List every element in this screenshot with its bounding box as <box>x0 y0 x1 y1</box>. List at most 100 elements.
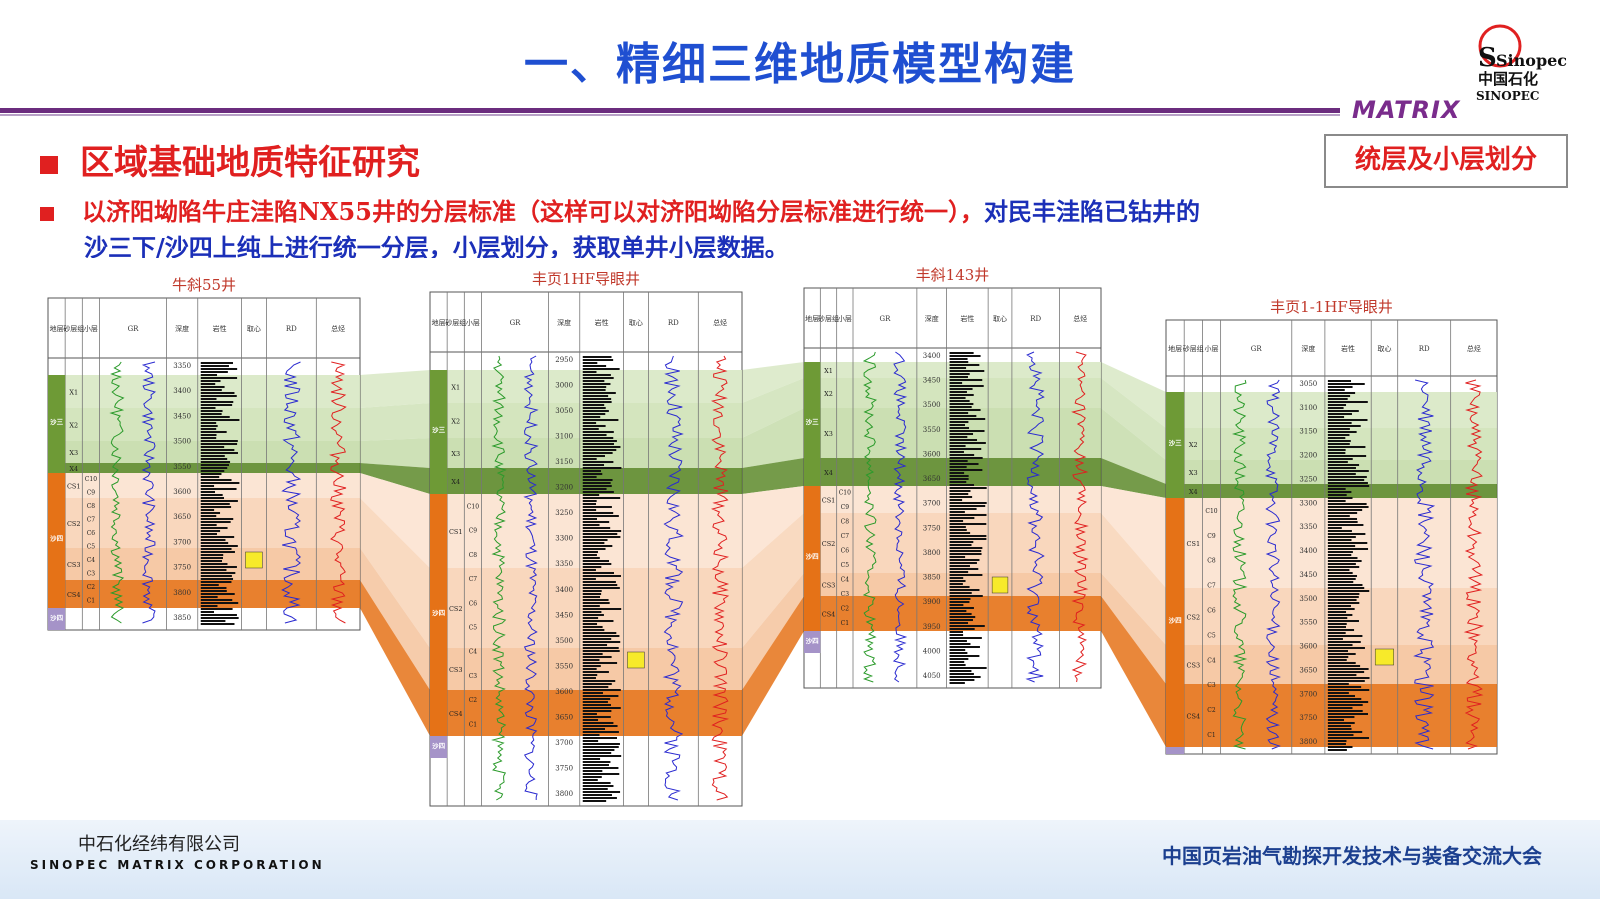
lithology-bar <box>582 728 606 730</box>
lithology-bar <box>949 523 987 525</box>
depth-tick: 3600 <box>923 450 941 458</box>
lithology-bar <box>200 482 240 484</box>
zone-connector <box>360 463 430 494</box>
depth-tick: 3650 <box>923 475 941 483</box>
sublayer-label: C2 <box>469 697 478 704</box>
depth-tick: 3100 <box>1299 404 1317 412</box>
section-tag: 统层及小层划分 <box>1324 134 1568 188</box>
lithology-bar <box>1327 671 1365 673</box>
lithology-bar <box>582 392 616 394</box>
lithology-bar <box>949 460 968 462</box>
sublayer-label: C8 <box>1207 558 1216 565</box>
lithology-bar <box>582 677 596 679</box>
lithology-bar <box>949 484 975 486</box>
lithology-bar <box>1327 506 1369 508</box>
lithology-bar <box>1327 386 1353 388</box>
lithology-bar <box>200 605 218 607</box>
lithology-bar <box>582 446 621 448</box>
lithology-bar <box>1327 659 1347 661</box>
lithology-bar <box>582 539 608 541</box>
lithology-bar <box>1327 725 1351 727</box>
lithology-bar <box>1327 740 1347 742</box>
zone-connector <box>360 473 430 568</box>
lithology-bar <box>582 515 619 517</box>
lithology-bar <box>949 673 974 675</box>
depth-tick: 3450 <box>1299 571 1317 579</box>
lithology-bar <box>1327 497 1353 499</box>
lithology-bar <box>1327 500 1346 502</box>
lithology-bar <box>582 722 614 724</box>
lithology-bar <box>200 371 228 373</box>
lithology-bar <box>1327 467 1356 469</box>
lithology-bar <box>200 554 224 556</box>
lithology-bar <box>200 413 222 415</box>
lithology-bar <box>200 488 237 490</box>
lithology-bar <box>1327 491 1352 493</box>
lithology-bar <box>582 707 621 709</box>
sublayer-label: C9 <box>841 504 850 511</box>
lithology-bar <box>582 554 597 556</box>
lithology-bar <box>582 440 617 442</box>
gr-curve <box>1231 379 1248 750</box>
depth-tick: 3850 <box>173 614 191 622</box>
lithology-bar <box>949 451 964 453</box>
lithology-bar <box>949 481 967 483</box>
lithology-bar <box>200 422 217 424</box>
sublayer-label: C5 <box>469 625 478 632</box>
formation-label: 沙四 <box>1169 617 1183 625</box>
lithology-bar <box>1327 524 1364 526</box>
sublayer-label: C4 <box>841 577 850 584</box>
company-name-cn: 中石化经纬有限公司 <box>78 834 240 855</box>
lithology-bar <box>582 620 614 622</box>
lithology-bar <box>949 574 983 576</box>
depth-tick: 3550 <box>923 426 941 434</box>
lithology-bar <box>1327 647 1365 649</box>
lithology-bar <box>1327 551 1353 553</box>
header-rule-light <box>0 114 1340 116</box>
well-name: 丰页1-1HF导眼井 <box>1270 298 1393 316</box>
lithology-bar <box>200 587 227 589</box>
column-header: 总烃 <box>1073 314 1087 323</box>
depth-tick: 3450 <box>555 611 573 619</box>
zone-label: CS3 <box>449 666 463 674</box>
lithology-bar <box>582 359 614 361</box>
sublayer-label: C4 <box>469 649 478 656</box>
lithology-bar <box>200 401 234 403</box>
lithology-bar <box>200 518 234 520</box>
lithology-bar <box>949 535 987 537</box>
column-header: 总烃 <box>331 324 345 333</box>
lithology-bar <box>949 586 970 588</box>
lithology-bar <box>949 592 972 594</box>
lithology-bar <box>949 472 965 474</box>
lithology-bar <box>949 562 977 564</box>
sinopec-en: SINOPEC <box>1476 89 1539 103</box>
lithology-bar <box>949 583 963 585</box>
lithology-bar <box>1327 488 1346 490</box>
lithology-bar <box>200 536 235 538</box>
lithology-bar <box>200 527 228 529</box>
lithology-bar <box>949 505 986 507</box>
lithology-bar <box>582 758 601 760</box>
depth-tick: 3550 <box>1299 619 1317 627</box>
lithology-bar <box>1327 431 1357 433</box>
lithology-bar <box>582 524 600 526</box>
lithology-bar <box>949 421 969 423</box>
lithology-bar <box>582 608 622 610</box>
depth-tick: 3800 <box>1299 738 1317 746</box>
zone-connector <box>742 573 804 690</box>
lithology-bar <box>949 565 970 567</box>
zone-label: X4 <box>1189 488 1198 496</box>
lithology-bar <box>200 449 235 451</box>
lithology-bar <box>582 626 603 628</box>
lithology-bar <box>949 526 966 528</box>
lithology-bar <box>949 676 981 678</box>
lithology-bar <box>200 506 232 508</box>
lithology-bar <box>200 425 218 427</box>
lithology-bar <box>1327 521 1358 523</box>
lithology-bar <box>1327 632 1346 634</box>
zone-label: X3 <box>1189 469 1198 477</box>
lithology-bar <box>1327 677 1370 679</box>
lithology-bar <box>1327 734 1354 736</box>
zone-label: CS4 <box>449 710 463 718</box>
